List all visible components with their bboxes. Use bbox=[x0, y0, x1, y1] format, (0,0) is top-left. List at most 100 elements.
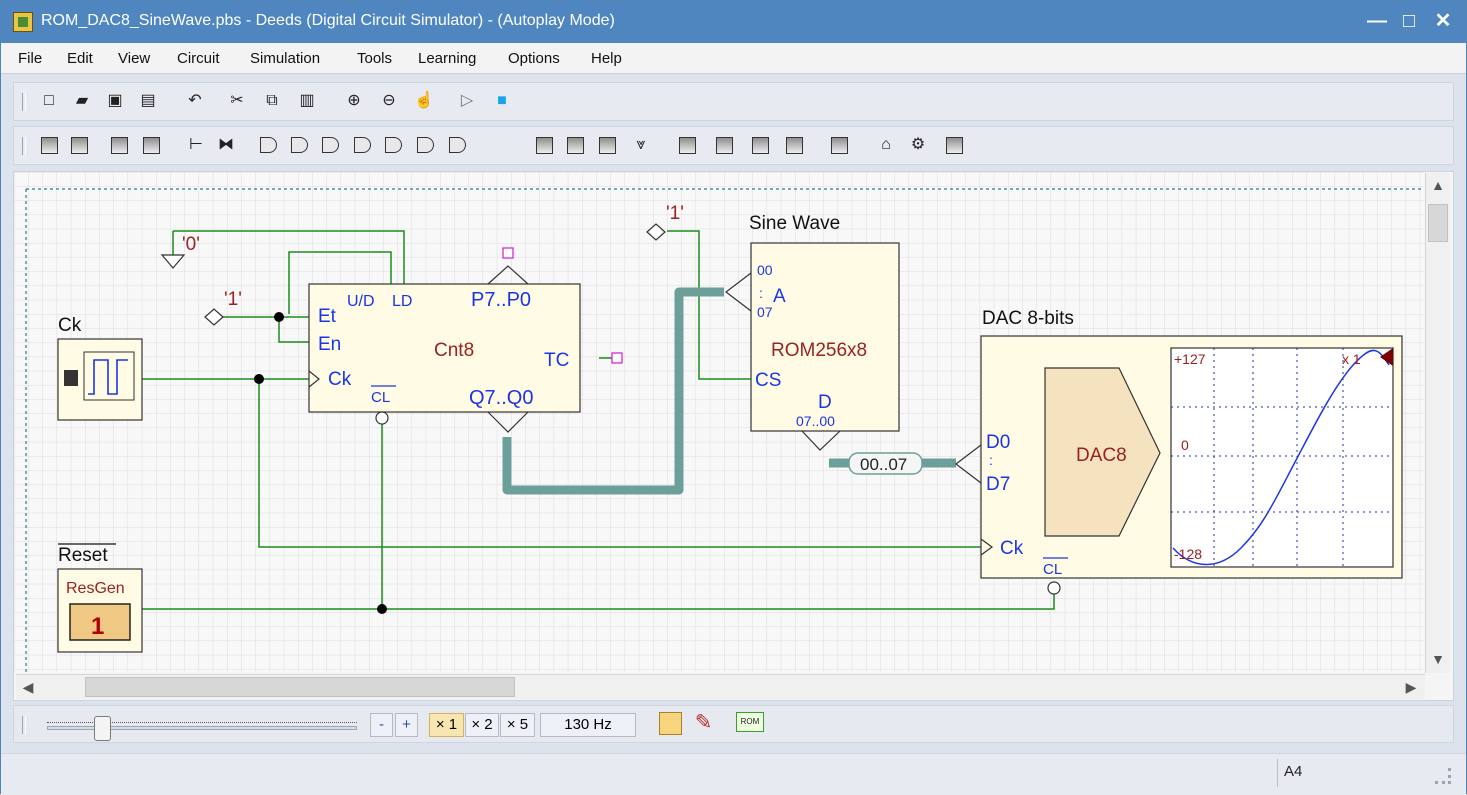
vertical-scroll-thumb[interactable] bbox=[1428, 204, 1448, 242]
chip-icon[interactable] bbox=[946, 137, 963, 154]
memory-icon[interactable]: ⩔ bbox=[636, 136, 646, 153]
settings-icon[interactable]: ⚙ bbox=[910, 136, 926, 153]
new-icon[interactable]: □ bbox=[44, 92, 54, 109]
print-icon[interactable]: ▤ bbox=[140, 92, 156, 109]
speed-x1-button[interactable]: × 1 bbox=[429, 713, 464, 737]
flip-icon[interactable]: ⧓ bbox=[218, 136, 234, 153]
dac-icon[interactable] bbox=[786, 137, 803, 154]
zoom-in-icon[interactable]: ⊕ bbox=[347, 92, 361, 109]
resize-grip-icon[interactable] bbox=[1435, 768, 1451, 784]
scope-max-label: +127 bbox=[1174, 351, 1206, 367]
horizontal-scroll-thumb[interactable] bbox=[85, 677, 515, 697]
signal-wires bbox=[142, 230, 1055, 610]
rom-a0-label: 00 bbox=[757, 262, 773, 278]
scroll-down-icon[interactable]: ▼ bbox=[1431, 651, 1445, 667]
toolbar-grip[interactable] bbox=[22, 93, 26, 111]
toolbar-grip[interactable] bbox=[22, 137, 26, 155]
reset-title: Reset bbox=[58, 545, 108, 566]
undo-icon[interactable]: ↶ bbox=[188, 92, 202, 109]
menu-edit[interactable]: Edit bbox=[67, 50, 93, 67]
cut-icon[interactable]: ✂ bbox=[230, 92, 244, 109]
decoder-icon[interactable] bbox=[567, 137, 584, 154]
vertical-scrollbar[interactable]: ▲ ▼ bbox=[1425, 173, 1450, 673]
rom-a-label: A bbox=[773, 286, 786, 307]
counter-tc-terminal[interactable] bbox=[611, 352, 623, 364]
xnor-gate-icon[interactable] bbox=[449, 137, 466, 153]
rom-sine-wave[interactable] bbox=[750, 242, 900, 432]
terminal-icon[interactable]: ⌂ bbox=[881, 136, 891, 153]
counter-icon[interactable] bbox=[679, 137, 696, 154]
or-gate-icon[interactable] bbox=[354, 137, 371, 153]
save-icon[interactable]: ▣ bbox=[107, 92, 123, 109]
scope-display[interactable] bbox=[1170, 347, 1394, 568]
zoom-out-icon[interactable]: ⊖ bbox=[382, 92, 396, 109]
circuit-diagram[interactable]: '0' '1' '1' Ck Reset ResGen 1 U/D LD Et … bbox=[14, 172, 1454, 701]
menu-circuit[interactable]: Circuit bbox=[177, 50, 220, 67]
bus-label: 00..07 bbox=[860, 455, 907, 474]
menu-help[interactable]: Help bbox=[591, 50, 622, 67]
rom-icon[interactable] bbox=[752, 137, 769, 154]
menu-learning[interactable]: Learning bbox=[418, 50, 477, 67]
simulation-toolbar: - + × 1 × 2 × 5 130 Hz ✎ ROM bbox=[13, 705, 1454, 743]
paste-icon[interactable]: ▥ bbox=[299, 92, 315, 109]
rom-a7-label: 07 bbox=[757, 304, 773, 320]
split-icon[interactable]: ⊢ bbox=[189, 136, 203, 153]
const-one-top[interactable] bbox=[646, 223, 666, 241]
scroll-up-icon[interactable]: ▲ bbox=[1431, 177, 1445, 193]
speed-slider-thumb[interactable] bbox=[94, 716, 111, 741]
menu-options[interactable]: Options bbox=[508, 50, 560, 67]
menu-simulation[interactable]: Simulation bbox=[250, 50, 321, 67]
counter-ld-label: LD bbox=[392, 293, 412, 310]
scroll-left-icon[interactable]: ◀ bbox=[22, 679, 34, 695]
nor-gate-icon[interactable] bbox=[385, 137, 402, 153]
minimize-button[interactable]: — bbox=[1367, 10, 1387, 32]
clock-tool-icon[interactable] bbox=[659, 712, 682, 735]
counter-et-label: Et bbox=[318, 306, 337, 327]
maximize-button[interactable]: □ bbox=[1402, 10, 1416, 32]
and-gate-icon[interactable] bbox=[291, 137, 308, 153]
rom-title: Sine Wave bbox=[749, 213, 840, 234]
register-icon[interactable] bbox=[536, 137, 553, 154]
edit-tool-icon[interactable]: ✎ bbox=[694, 711, 713, 734]
menu-file[interactable]: File bbox=[18, 50, 43, 67]
xor-gate-icon[interactable] bbox=[417, 137, 434, 153]
window-title: ROM_DAC8_SineWave.pbs - Deeds (Digital C… bbox=[41, 12, 615, 29]
chip-icon[interactable] bbox=[143, 137, 160, 154]
hand-icon[interactable]: ☝ bbox=[414, 92, 434, 109]
counter-cnt8[interactable] bbox=[308, 283, 581, 413]
speed-track[interactable] bbox=[47, 726, 357, 730]
menu-tools[interactable]: Tools bbox=[357, 50, 393, 67]
counter-p-terminal[interactable] bbox=[502, 247, 514, 259]
rom-a-colon: : bbox=[759, 285, 763, 301]
open-icon[interactable]: ▰ bbox=[75, 92, 89, 109]
buffer-icon[interactable]: ▷ bbox=[460, 92, 474, 109]
menu-view[interactable]: View bbox=[118, 50, 151, 67]
bus-icon[interactable] bbox=[716, 137, 733, 154]
stop-icon[interactable]: ■ bbox=[497, 92, 507, 109]
const-one-left[interactable] bbox=[204, 308, 224, 326]
close-button[interactable]: ✕ bbox=[1434, 10, 1452, 32]
reset-button[interactable] bbox=[69, 603, 131, 641]
circuit-canvas[interactable]: '0' '1' '1' Ck Reset ResGen 1 U/D LD Et … bbox=[13, 171, 1454, 701]
speed-x5-button[interactable]: × 5 bbox=[500, 713, 535, 737]
toolbar-grip[interactable] bbox=[22, 716, 26, 734]
horizontal-scrollbar[interactable]: ◀ ▶ bbox=[16, 674, 1425, 699]
chip-icon[interactable] bbox=[111, 137, 128, 154]
buffer-icon[interactable] bbox=[260, 137, 277, 153]
nand-gate-icon[interactable] bbox=[322, 137, 339, 153]
title-bar[interactable]: ROM_DAC8_SineWave.pbs - Deeds (Digital C… bbox=[1, 1, 1466, 43]
speed-x2-button[interactable]: × 2 bbox=[465, 713, 499, 737]
scroll-right-icon[interactable]: ▶ bbox=[1405, 679, 1417, 695]
rom-tool-icon[interactable]: ROM bbox=[736, 712, 764, 732]
plus-button[interactable]: + bbox=[395, 713, 418, 737]
ground-symbol bbox=[160, 254, 186, 269]
copy-icon[interactable]: ⧉ bbox=[266, 92, 278, 109]
display-icon[interactable] bbox=[831, 137, 848, 154]
chip-icon[interactable] bbox=[71, 137, 88, 154]
chip-icon[interactable] bbox=[41, 137, 58, 154]
minus-button[interactable]: - bbox=[370, 713, 393, 737]
wire-junctions bbox=[254, 312, 387, 614]
mux-icon[interactable] bbox=[599, 137, 616, 154]
menu-bar: File Edit View Circuit Simulation Tools … bbox=[1, 43, 1466, 74]
dac-d0-label: D0 bbox=[986, 432, 1010, 453]
